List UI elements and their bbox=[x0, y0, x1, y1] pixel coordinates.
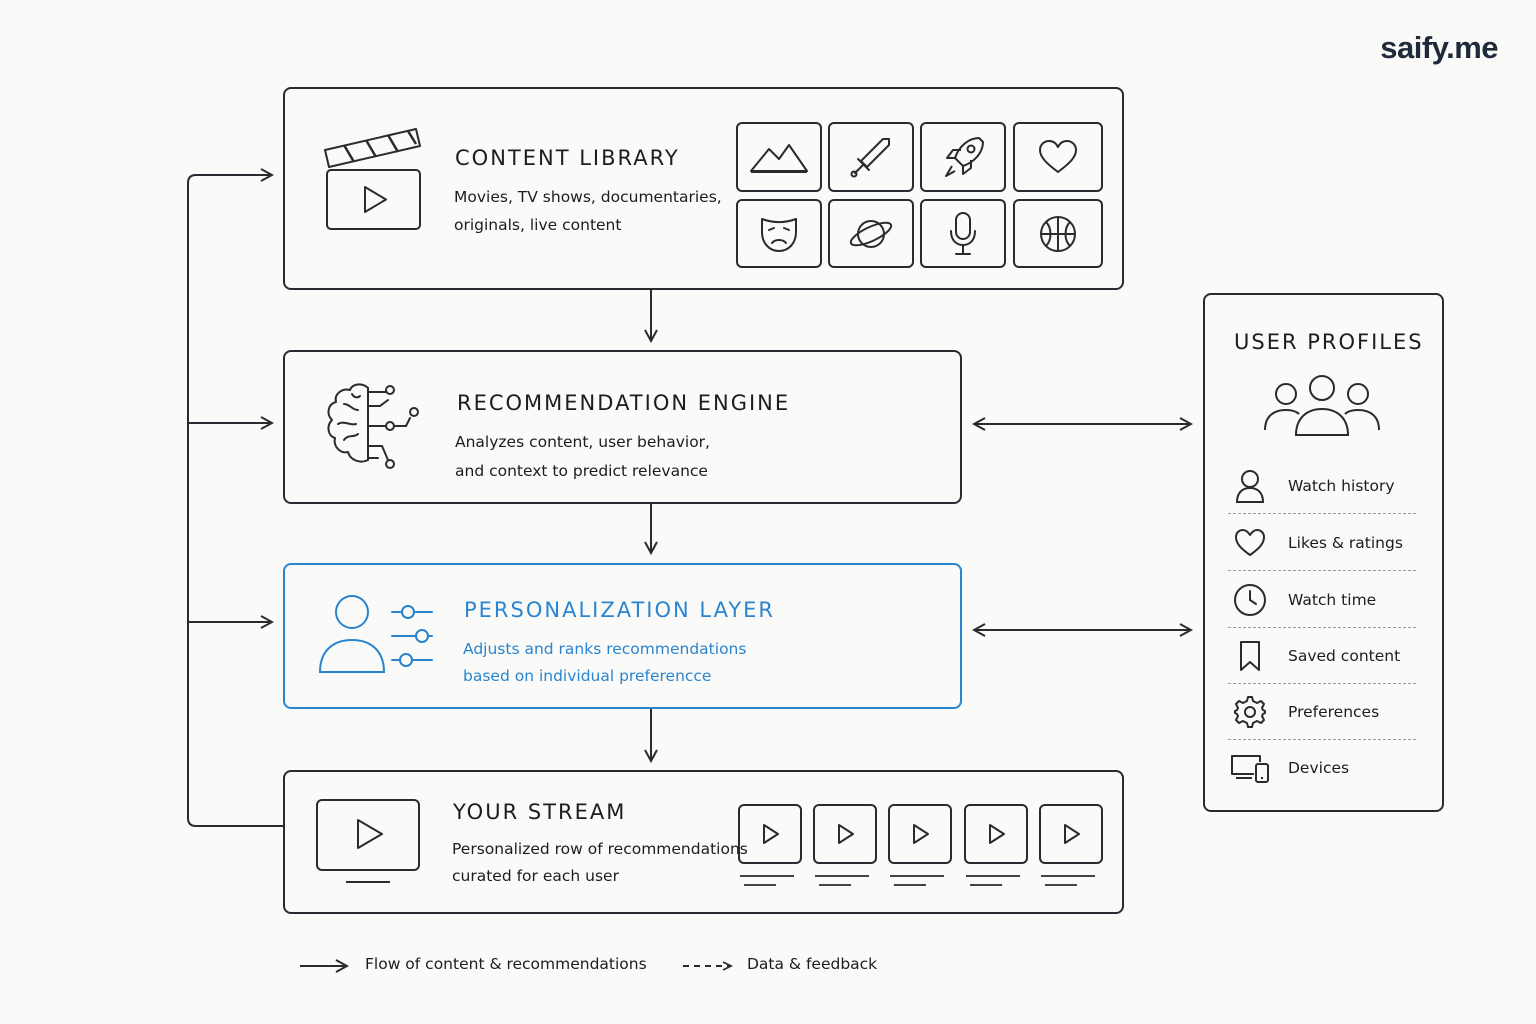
profile-divider bbox=[1228, 513, 1416, 514]
genre-tile-music bbox=[920, 199, 1006, 268]
profile-divider bbox=[1228, 683, 1416, 684]
devices-icon bbox=[1231, 755, 1269, 783]
your-stream-desc-line1: Personalized row of recommendations bbox=[452, 840, 748, 858]
your-stream-desc-line2: curated for each user bbox=[452, 867, 619, 885]
clock-icon bbox=[1234, 584, 1266, 616]
profile-item-saved-content[interactable]: Saved content bbox=[1226, 628, 1418, 684]
user-profiles-box bbox=[1203, 293, 1444, 812]
profile-item-watch-time[interactable]: Watch time bbox=[1226, 572, 1418, 628]
user-icon bbox=[1235, 470, 1265, 503]
gear-icon bbox=[1234, 696, 1266, 728]
profile-item-label: Preferences bbox=[1288, 703, 1380, 721]
profile-item-label: Watch history bbox=[1288, 477, 1395, 495]
genre-tile-drama bbox=[736, 199, 822, 268]
heart-icon bbox=[1235, 529, 1265, 556]
play-icon bbox=[838, 824, 854, 844]
play-icon bbox=[913, 824, 929, 844]
profile-item-devices[interactable]: Devices bbox=[1226, 740, 1418, 796]
theater-mask-icon bbox=[761, 217, 797, 252]
your-stream-title: YOUR STREAM bbox=[453, 800, 627, 824]
profile-divider bbox=[1228, 739, 1416, 740]
rocket-icon bbox=[945, 137, 984, 177]
genre-tile-scifi bbox=[920, 122, 1006, 192]
users-group-icon bbox=[1264, 375, 1380, 436]
profile-item-label: Watch time bbox=[1288, 591, 1377, 609]
profile-item-preferences[interactable]: Preferences bbox=[1226, 684, 1418, 740]
personalization-layer-desc-line2: based on individual preferencce bbox=[463, 667, 712, 685]
content-library-desc-line2: originals, live content bbox=[454, 216, 622, 234]
planet-icon bbox=[849, 219, 893, 248]
stream-thumbnail-4[interactable] bbox=[964, 804, 1028, 864]
basketball-icon bbox=[1040, 215, 1076, 252]
stream-thumbnail-1[interactable] bbox=[738, 804, 802, 864]
your-stream-box bbox=[283, 770, 1124, 914]
stream-thumbnail-3[interactable] bbox=[888, 804, 952, 864]
heart-icon bbox=[1039, 140, 1077, 173]
user-sliders-icon bbox=[318, 595, 433, 673]
bookmark-icon bbox=[1240, 641, 1260, 671]
content-library-title: CONTENT LIBRARY bbox=[455, 146, 680, 170]
stream-thumbnail-5[interactable] bbox=[1039, 804, 1103, 864]
tv-play-icon bbox=[316, 799, 420, 883]
profile-item-label: Likes & ratings bbox=[1288, 534, 1403, 552]
profile-item-label: Saved content bbox=[1288, 647, 1401, 665]
user-profiles-title: USER PROFILES bbox=[1234, 330, 1424, 354]
clapperboard-icon bbox=[324, 128, 421, 230]
microphone-icon bbox=[950, 211, 976, 255]
play-icon bbox=[989, 824, 1005, 844]
genre-tile-sports bbox=[1013, 199, 1103, 268]
sword-icon bbox=[850, 138, 890, 178]
profile-divider bbox=[1228, 570, 1416, 571]
genre-tile-landscape bbox=[736, 122, 822, 192]
brain-circuit-icon bbox=[327, 383, 419, 469]
personalization-layer-title: PERSONALIZATION LAYER bbox=[464, 598, 776, 622]
profile-item-watch-history[interactable]: Watch history bbox=[1226, 458, 1418, 514]
play-icon bbox=[763, 824, 779, 844]
content-library-box bbox=[283, 87, 1124, 290]
personalization-layer-desc-line1: Adjusts and ranks recommendations bbox=[463, 640, 747, 658]
recommendation-engine-title: RECOMMENDATION ENGINE bbox=[457, 391, 791, 415]
legend-dashed-label: Data & feedback bbox=[747, 955, 878, 973]
profile-item-label: Devices bbox=[1288, 759, 1350, 777]
legend-solid-label: Flow of content & recommendations bbox=[365, 955, 647, 973]
stream-thumbnail-2[interactable] bbox=[813, 804, 877, 864]
recommendation-engine-desc-line2: and context to predict relevance bbox=[455, 462, 708, 480]
genre-tile-space bbox=[828, 199, 914, 268]
profile-item-likes-ratings[interactable]: Likes & ratings bbox=[1226, 515, 1418, 571]
content-library-desc-line1: Movies, TV shows, documentaries, bbox=[454, 188, 722, 206]
brand-logo: saify.me bbox=[1380, 30, 1498, 65]
genre-tile-action bbox=[828, 122, 914, 192]
profile-divider bbox=[1228, 627, 1416, 628]
feedback-loop-line bbox=[187, 175, 283, 827]
genre-tile-romance bbox=[1013, 122, 1103, 192]
recommendation-engine-desc-line1: Analyzes content, user behavior, bbox=[455, 433, 710, 451]
play-icon bbox=[1064, 824, 1080, 844]
mountain-icon bbox=[750, 144, 808, 173]
